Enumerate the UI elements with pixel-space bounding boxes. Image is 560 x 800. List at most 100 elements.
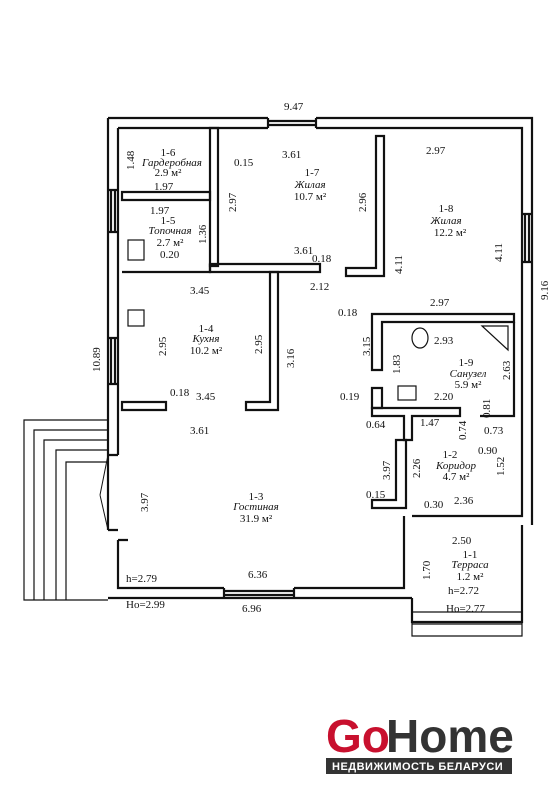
dim-label: 4.11 (393, 255, 405, 274)
room-area: 31.9 м² (240, 513, 273, 525)
wall-corridor-top (370, 406, 462, 442)
dim-label: 1.52 (495, 457, 507, 476)
room-name: Гардеробная (141, 157, 202, 169)
wall-room7-right (344, 134, 386, 278)
height-labels: h=2.79 Ho=2.99 h=2.72 Ho=2.77 (126, 573, 485, 615)
dim-label: 2.97 (430, 297, 450, 309)
dim-label: 2.26 (411, 458, 423, 478)
door-left-leaf (99, 454, 109, 531)
sink-icon (397, 385, 417, 401)
wall-room7-bottom (208, 262, 322, 274)
height-terrace: h=2.72 (448, 585, 479, 597)
dim-label: 0.15 (366, 489, 386, 501)
terrace-steps (411, 598, 523, 637)
dim-label: 0.81 (481, 399, 493, 418)
dim-right-total: 9.16 (539, 280, 551, 300)
dim-label: 0.19 (340, 391, 360, 403)
dim-label: 1.97 (154, 181, 174, 193)
dim-label: 0.18 (312, 253, 332, 265)
height-main-outer: Ho=2.99 (126, 599, 165, 611)
wall-bath-top (370, 312, 516, 372)
toilet-icon (411, 327, 429, 349)
dim-label: 0.90 (478, 445, 498, 457)
room-id: 1-4 (199, 323, 214, 335)
dim-label: 3.97 (139, 492, 151, 512)
dim-label: 6.36 (248, 569, 268, 581)
outer-wall-outer (106, 116, 534, 624)
room-id: 1-7 (305, 167, 320, 179)
dim-label: 1.97 (150, 205, 170, 217)
dim-label: 2.97 (426, 145, 446, 157)
entrance-steps (23, 419, 108, 601)
room-id: 1-8 (439, 203, 454, 215)
dim-label: 1.47 (420, 417, 440, 429)
window-left-2 (108, 336, 118, 386)
logo-home-text: Home (386, 710, 514, 762)
dim-label: 2.63 (501, 360, 513, 380)
dim-label: 3.61 (294, 245, 313, 257)
room-id: 1-1 (463, 549, 478, 561)
fixtures (127, 239, 509, 401)
dim-label: 3.97 (381, 460, 393, 480)
logo-tagline: НЕДВИЖИМОСТЬ БЕЛАРУСИ (332, 761, 503, 773)
outer-wall-inner (116, 126, 524, 590)
wall-bath-right (480, 322, 516, 418)
dim-label: 2.36 (454, 495, 474, 507)
height-main: h=2.79 (126, 573, 157, 585)
stove-icon (127, 309, 145, 327)
dimension-labels: 9.47 9.16 10.89 6.96 1.48 0.15 3.61 2.97… (91, 101, 551, 615)
height-terrace-outer: Ho=2.77 (446, 603, 485, 615)
room-name: Кухня (191, 333, 219, 345)
dim-label: 2.95 (253, 334, 265, 354)
wall-corridor-left (370, 438, 408, 510)
room-area: 12.2 м² (434, 227, 467, 239)
dim-label: 2.93 (434, 335, 454, 347)
dim-label: 3.45 (190, 285, 210, 297)
gohome-logo: Go Home НЕДВИЖИМОСТЬ БЕЛАРУСИ (326, 710, 514, 774)
dim-label: 1.36 (197, 224, 209, 244)
dim-label: 3.16 (285, 348, 297, 368)
wall-wardrobe-side (208, 126, 220, 268)
dim-label: 2.96 (357, 192, 369, 212)
dim-label: 1.70 (421, 560, 433, 580)
window-bottom (222, 588, 296, 598)
dim-bottom-total: 6.96 (242, 603, 262, 615)
wall-kitchen-bottom (120, 400, 168, 412)
room-name: Терраса (451, 559, 489, 571)
dim-left-total: 10.89 (91, 347, 103, 372)
dim-label: 2.12 (310, 281, 329, 293)
room-area: 10.2 м² (190, 345, 223, 357)
dim-label: 0.64 (366, 419, 386, 431)
wall-kitchen-top (122, 264, 212, 274)
wall-kitchen-right (244, 270, 280, 412)
room-name: Жилая (429, 215, 461, 227)
dim-label: 0.74 (457, 420, 469, 440)
room-name: Санузел (450, 368, 487, 380)
shower-icon (480, 325, 509, 352)
wall-bath-left (370, 386, 384, 410)
room-name: Коридор (435, 460, 476, 472)
walls (99, 116, 534, 624)
door-left (108, 453, 128, 542)
dim-label: 2.50 (452, 535, 472, 547)
room-labels: 1-6 Гардеробная 2.9 м² 1-7 Жилая 10.7 м²… (141, 147, 489, 583)
logo-band (326, 758, 512, 774)
window-left-1 (108, 188, 118, 234)
room-id: 1-6 (161, 147, 176, 159)
window-right (522, 212, 532, 264)
dim-label: 4.11 (493, 243, 505, 262)
room-area: 4.7 м² (443, 471, 470, 483)
boiler-icon (127, 239, 145, 261)
room-name: Топочная (148, 225, 191, 237)
room-name: Жилая (293, 179, 325, 191)
wall-wardrobe (120, 190, 212, 202)
room-name: Гостиная (232, 501, 279, 513)
dim-label: 0.20 (160, 249, 180, 261)
dim-label: 3.45 (196, 391, 216, 403)
dim-label: 0.30 (424, 499, 444, 511)
dim-label: 3.15 (361, 336, 373, 356)
dim-label: 1.83 (391, 354, 403, 374)
logo-go-text: Go (326, 710, 390, 762)
dim-label: 0.73 (484, 425, 504, 437)
